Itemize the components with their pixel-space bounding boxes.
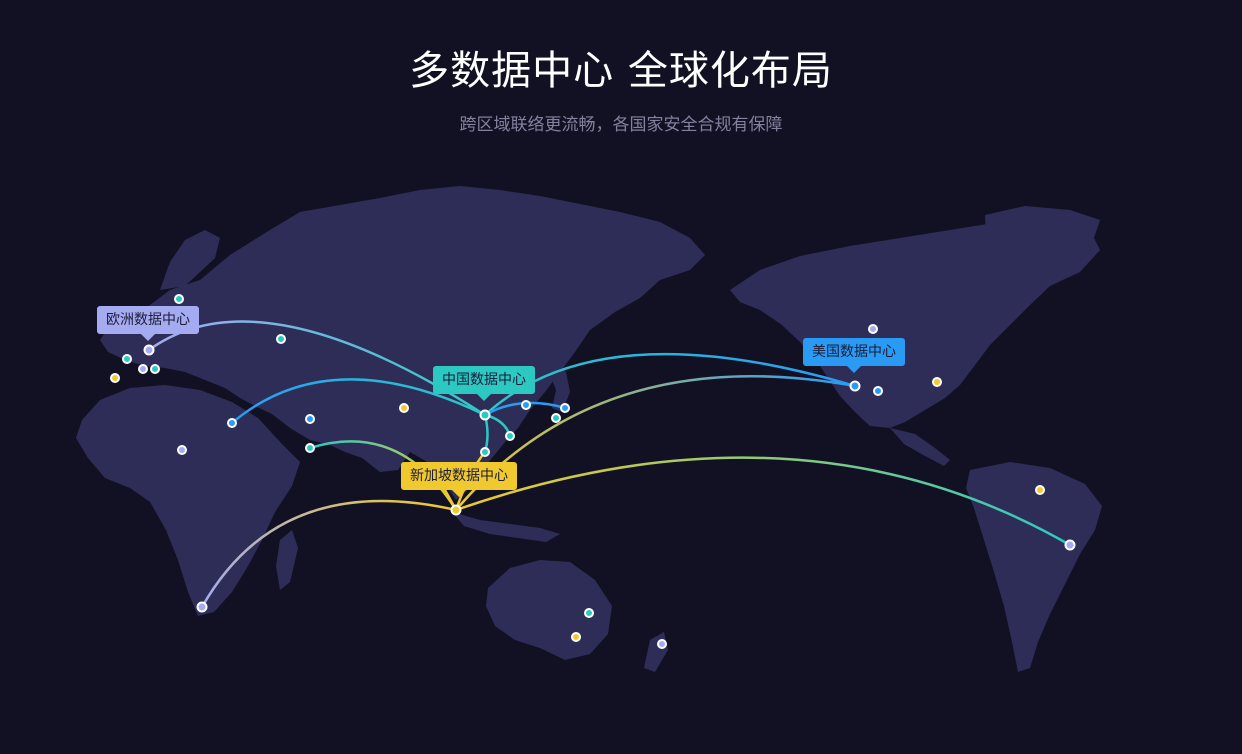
- dot-hongkong: [480, 447, 490, 457]
- eurasia-landmass: [100, 186, 705, 500]
- dot-middleeast: [227, 418, 237, 428]
- dot-singapore-hub: [450, 504, 462, 516]
- japan: [550, 362, 570, 412]
- dot-brazil-north: [1035, 485, 1045, 495]
- arc-india-singapore: [308, 440, 458, 512]
- dot-japan-south: [551, 413, 561, 423]
- australia: [486, 560, 612, 660]
- greenland: [985, 206, 1100, 270]
- arc-southafrica-singapore: [200, 499, 458, 609]
- dot-australia-south: [571, 632, 581, 642]
- singapore-datacenter-label: 新加坡数据中心: [401, 462, 517, 497]
- china-datacenter-label: 中国数据中心: [433, 366, 535, 401]
- page-subtitle: 跨区域联络更流畅，各国家安全合规有保障: [459, 115, 783, 135]
- dot-southafrica: [196, 601, 208, 613]
- dot-germany: [150, 364, 160, 374]
- arc-singapore-brazil: [454, 456, 1072, 547]
- dot-japan-north: [560, 403, 570, 413]
- africa: [76, 385, 300, 616]
- dot-newzealand: [657, 639, 667, 649]
- dot-france: [138, 364, 148, 374]
- dot-us-west: [873, 386, 883, 396]
- dot-australia-north: [584, 608, 594, 618]
- arc-middleeast-china: [230, 378, 487, 425]
- dot-taiwan: [505, 431, 515, 441]
- dot-europe-hub: [143, 344, 155, 356]
- dot-spain: [110, 373, 120, 383]
- madagascar: [276, 530, 298, 590]
- scandinavia: [160, 230, 220, 290]
- dot-india: [305, 443, 315, 453]
- dot-brazil-south: [1064, 539, 1076, 551]
- central-america: [890, 428, 950, 466]
- dot-westafrica: [177, 445, 187, 455]
- dot-uk: [122, 354, 132, 364]
- dot-china-hub: [479, 409, 491, 421]
- europe-datacenter-label: 欧洲数据中心: [97, 306, 199, 341]
- dot-korea: [521, 400, 531, 410]
- dot-canada: [868, 324, 878, 334]
- dot-us-east: [932, 377, 942, 387]
- page-title: 多数据中心 全球化布局: [409, 48, 833, 94]
- dot-iran: [305, 414, 315, 424]
- new-zealand: [644, 632, 668, 672]
- south-america: [966, 462, 1102, 672]
- dot-russia: [276, 334, 286, 344]
- continents: [76, 186, 1102, 672]
- dot-centralasia: [399, 403, 409, 413]
- location-dots: [110, 294, 1076, 649]
- dot-us-hub: [849, 380, 861, 392]
- southeast-asia-islands: [452, 512, 560, 542]
- dot-scandinavia: [174, 294, 184, 304]
- us-datacenter-label: 美国数据中心: [803, 338, 905, 373]
- north-america: [730, 220, 1100, 428]
